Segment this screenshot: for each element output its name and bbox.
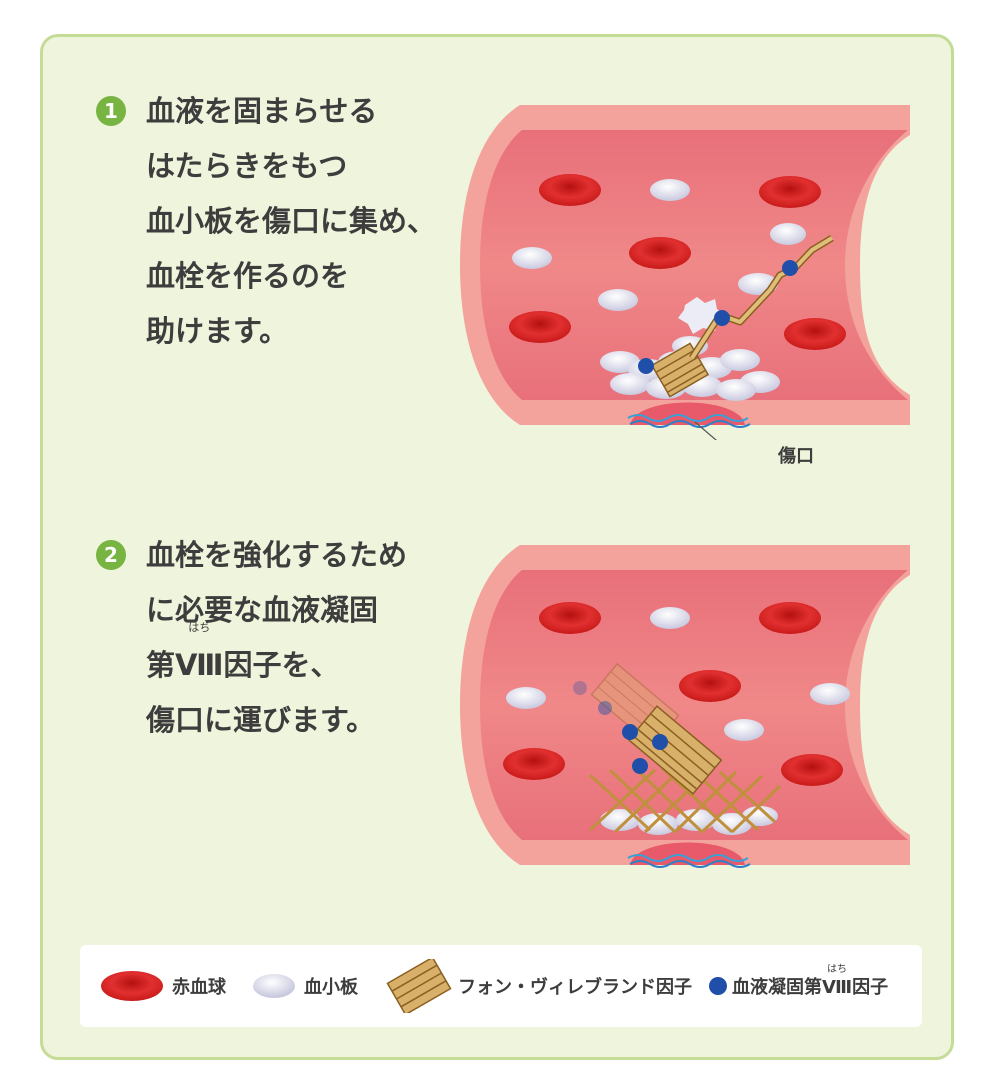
vwf-mesh [588,766,782,834]
red-blood-cell [679,670,741,702]
factor-8 [598,701,612,715]
legend-red-blood-cell-label: 赤血球 [172,977,226,998]
red-blood-cell [629,237,691,269]
wound-fiber [629,860,751,868]
step-1-number: 1 [96,96,126,126]
platelet [512,247,552,269]
platelet [598,289,638,311]
factor-8 [632,758,648,774]
vwf-icon [386,959,452,1013]
step-1-line-3: 血小板を傷口に集め、 [146,204,437,238]
factor-8-icon [709,977,727,995]
factor-8 [652,734,668,750]
step-1-line-2: はたらきをもつ [146,149,348,183]
legend-platelet: 血小板 [252,945,358,1027]
red-blood-cell [759,176,821,208]
legend-platelet-label: 血小板 [304,977,358,998]
vessel-figure-2 [460,545,910,868]
red-blood-cell [539,174,601,206]
step-2-line-2: に必要な血液凝固 [146,593,379,627]
red-blood-cell [539,602,601,634]
red-blood-cell [784,318,846,350]
platelet [506,687,546,709]
step-2-number: 2 [96,540,126,570]
step-1-description: 血液を固まらせる はたらきをもつ 血小板を傷口に集め、 血栓を作るのを 助けます… [146,84,436,359]
factor-8 [573,681,587,695]
wound-fiber [629,420,751,428]
step-2-line-4: 傷口に運びます。 [146,703,376,737]
legend-red-blood-cell: 赤血球 [100,945,226,1027]
vwf-factor [627,705,723,795]
step-1-line-4: 血栓を作るのを [146,259,350,293]
wound [630,402,745,425]
red-blood-cell [509,311,571,343]
factor-8 [782,260,798,276]
step-1-line-1: 血液を固まらせる [146,94,378,128]
legend-vwf-label: フォン・ヴィレブランド因子 [458,977,692,998]
platelet-icon [253,974,295,998]
factor-8 [638,358,654,374]
platelet [724,719,764,741]
step-1-line-5: 助けます。 [146,314,289,348]
red-blood-cell [503,748,565,780]
legend-vwf: フォン・ヴィレブランド因子 [386,945,692,1027]
factor-8 [714,310,730,326]
platelet [810,683,850,705]
wound-fiber [627,414,749,422]
wound-label: 傷口 [778,446,814,467]
wound-fiber [627,854,749,862]
step-2-line-1: 血栓を強化するため [146,538,408,572]
factor-8 [622,724,638,740]
red-blood-cell-icon [101,971,163,1001]
platelet [650,179,690,201]
wound-leader-line [694,421,717,440]
vessel-figure-1 [460,105,910,440]
platelet [650,607,690,629]
platelet [770,223,806,245]
wound [630,842,745,865]
red-blood-cell [781,754,843,786]
red-blood-cell [759,602,821,634]
